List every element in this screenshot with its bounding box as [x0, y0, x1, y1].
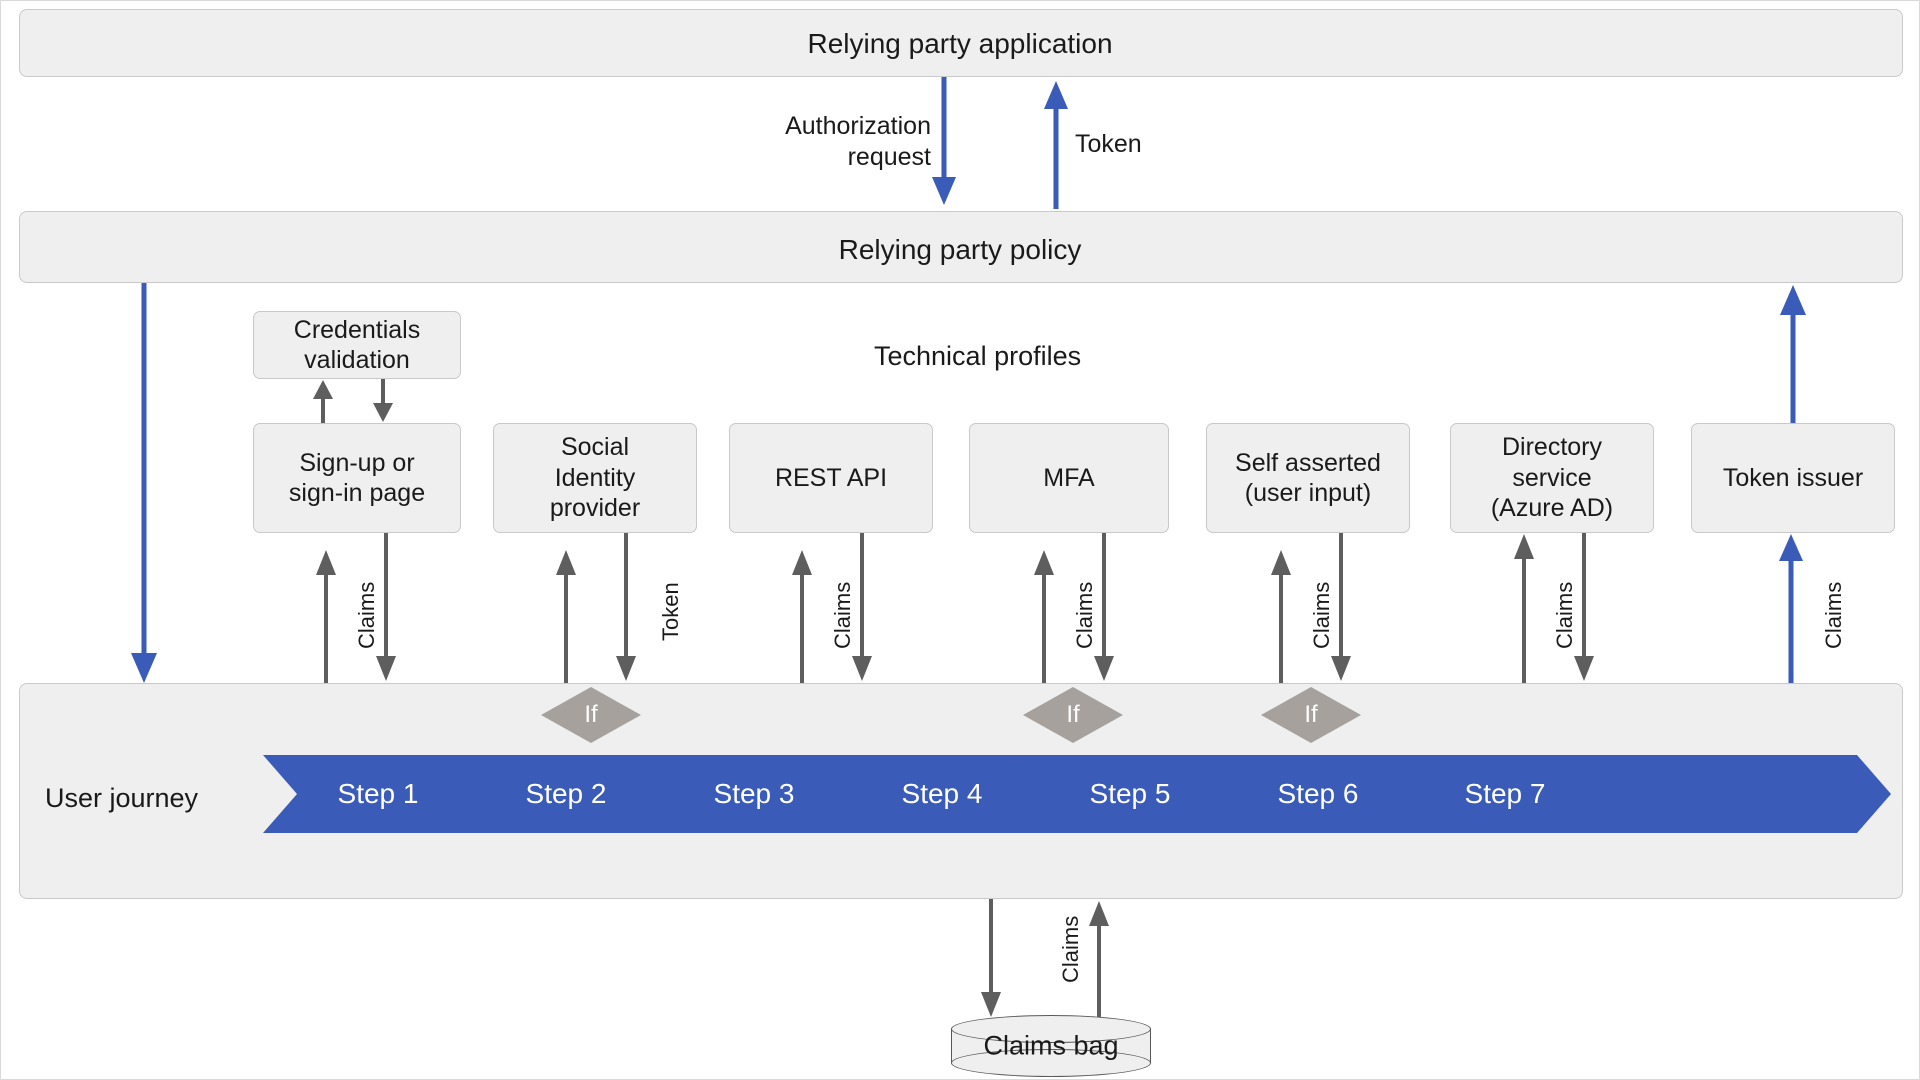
arrow-journey-to-directory-service: [1512, 533, 1536, 683]
rest-api-line1: REST API: [774, 463, 888, 492]
if-step4-label: If: [1066, 701, 1080, 728]
label-mfa-claims: Claims: [1072, 581, 1097, 649]
journey-step-3-label: Step 3: [713, 778, 795, 809]
journey-step-6[interactable]: Step 6: [1203, 755, 1433, 833]
label-signin-claims: Claims: [354, 581, 379, 649]
technical-profile-self-asserted[interactable]: Self asserted (user input): [1206, 423, 1410, 533]
label-rest-api-claims: Claims: [830, 581, 855, 649]
journey-step-7[interactable]: Step 7: [1391, 755, 1891, 833]
social-idp-line2: Identity: [554, 463, 636, 492]
arrow-claims-bag-to-journey: [1087, 899, 1111, 1019]
claims-bag-top-ellipse: [951, 1015, 1151, 1043]
token-issuer-line1: Token issuer: [1722, 463, 1864, 492]
journey-step-2[interactable]: Step 2: [451, 755, 681, 833]
social-idp-line3: provider: [549, 494, 641, 523]
self-asserted-line2: (user input): [1244, 479, 1372, 507]
user-journey-label: User journey: [45, 783, 199, 813]
band-relying-party-application: [19, 9, 1903, 77]
label-token-issuer-claims: Claims: [1821, 581, 1846, 649]
relying-party-policy-label: Relying party policy: [838, 234, 1082, 265]
directory-service-line3: (Azure AD): [1490, 494, 1614, 523]
claims-bag-label: Claims bag: [983, 1030, 1119, 1061]
self-asserted-line1: Self asserted: [1235, 448, 1381, 477]
label-social-idp-token: Token: [658, 582, 683, 641]
journey-step-5-label: Step 5: [1089, 778, 1171, 809]
technical-profiles-title: Technical profiles: [874, 341, 1082, 371]
technical-profile-directory-service[interactable]: Directory service (Azure AD): [1450, 423, 1654, 533]
arrow-journey-to-signin: [314, 549, 338, 683]
journey-step-5[interactable]: Step 5: [1015, 755, 1245, 833]
technical-profile-sign-up-or-sign-in-page[interactable]: Sign-up or sign-in page: [253, 423, 461, 533]
directory-service-line1: Directory: [1501, 433, 1602, 462]
label-self-asserted-claims: Claims: [1309, 581, 1334, 649]
journey-step-4[interactable]: Step 4: [827, 755, 1057, 833]
arrow-authorization-request: [929, 77, 959, 209]
arrow-policy-to-user-journey: [129, 283, 159, 687]
social-idp-line1: Social: [560, 433, 630, 462]
band-relying-party-policy: [19, 211, 1903, 283]
journey-step-1[interactable]: Step 1: [263, 755, 493, 833]
authorization-request-label: Authorization request: [741, 111, 931, 174]
arrow-journey-to-token-issuer: [1778, 533, 1804, 683]
credentials-validation-line1: Credentials: [293, 315, 421, 344]
arrow-journey-to-rest-api: [790, 549, 814, 683]
arrow-signin-to-journey: [374, 533, 398, 683]
arrow-token-issuer-to-policy: [1778, 283, 1808, 423]
authorization-request-line1: Authorization: [785, 112, 931, 140]
arrow-token-up: [1041, 77, 1071, 209]
arrow-self-asserted-to-journey: [1329, 533, 1353, 683]
directory-service-line2: service: [1512, 463, 1592, 492]
journey-step-6-label: Step 6: [1277, 778, 1359, 809]
arrow-social-idp-to-journey: [614, 533, 638, 683]
sign-in-line1: Sign-up or: [299, 448, 415, 477]
token-label: Token: [1075, 130, 1142, 158]
technical-profile-social-identity-provider[interactable]: Social Identity provider: [493, 423, 697, 533]
journey-step-1-label: Step 1: [337, 778, 419, 809]
if-step5-label: If: [1304, 701, 1318, 728]
journey-step-7-label: Step 7: [1464, 778, 1546, 809]
journey-step-2-label: Step 2: [525, 778, 607, 809]
arrow-credentials-to-signin: [371, 379, 395, 423]
claims-bag-bottom-ellipse: [951, 1049, 1151, 1077]
authorization-request-line2: request: [847, 143, 931, 172]
arrow-mfa-to-journey: [1092, 533, 1116, 683]
sign-in-line2: sign-in page: [288, 479, 426, 507]
arrow-journey-to-mfa: [1032, 549, 1056, 683]
arrow-directory-service-to-journey: [1572, 533, 1596, 683]
arrow-journey-to-claims-bag: [979, 899, 1003, 1019]
arrow-journey-to-social-idp: [554, 549, 578, 683]
if-step2-label: If: [584, 701, 598, 728]
relying-party-application-label: Relying party application: [807, 28, 1113, 59]
claims-bag-cylinder[interactable]: Claims bag: [951, 1015, 1151, 1077]
journey-step-3[interactable]: Step 3: [639, 755, 869, 833]
arrow-signin-to-credentials: [311, 379, 335, 423]
technical-profile-rest-api[interactable]: REST API: [729, 423, 933, 533]
arrow-rest-api-to-journey: [850, 533, 874, 683]
technical-profile-mfa[interactable]: MFA: [969, 423, 1169, 533]
label-directory-claims: Claims: [1552, 581, 1577, 649]
arrow-journey-to-self-asserted: [1269, 549, 1293, 683]
credentials-validation-line2: validation: [304, 346, 410, 374]
journey-step-4-label: Step 4: [901, 778, 983, 809]
technical-profile-credentials-validation[interactable]: Credentials validation: [253, 311, 461, 379]
label-claims-bag-claims: Claims: [1058, 915, 1083, 983]
mfa-line1: MFA: [1043, 463, 1095, 492]
technical-profile-token-issuer[interactable]: Token issuer: [1691, 423, 1895, 533]
